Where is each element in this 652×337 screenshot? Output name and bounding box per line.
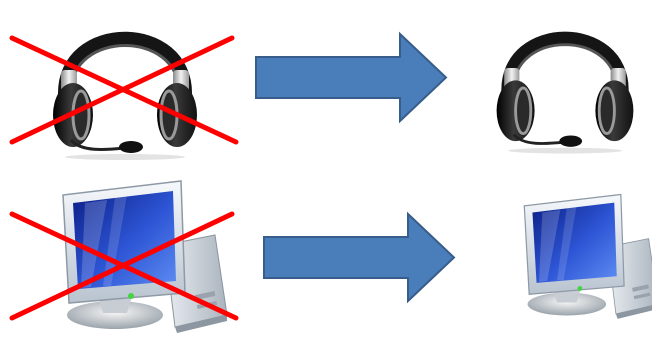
headset-icon: [53, 39, 197, 160]
right-arrow-icon: [256, 34, 446, 121]
computer-monitor-icon: [524, 194, 652, 318]
headset: [480, 0, 652, 160]
headset-icon: [497, 38, 634, 153]
right-arrow: [250, 30, 450, 125]
computer: [490, 175, 652, 337]
crossed-computer: [0, 175, 250, 337]
red-cross-icon: [12, 38, 236, 142]
right-arrow-icon: [264, 214, 454, 301]
right-arrow: [258, 210, 458, 305]
crossed-headset: [0, 0, 250, 160]
